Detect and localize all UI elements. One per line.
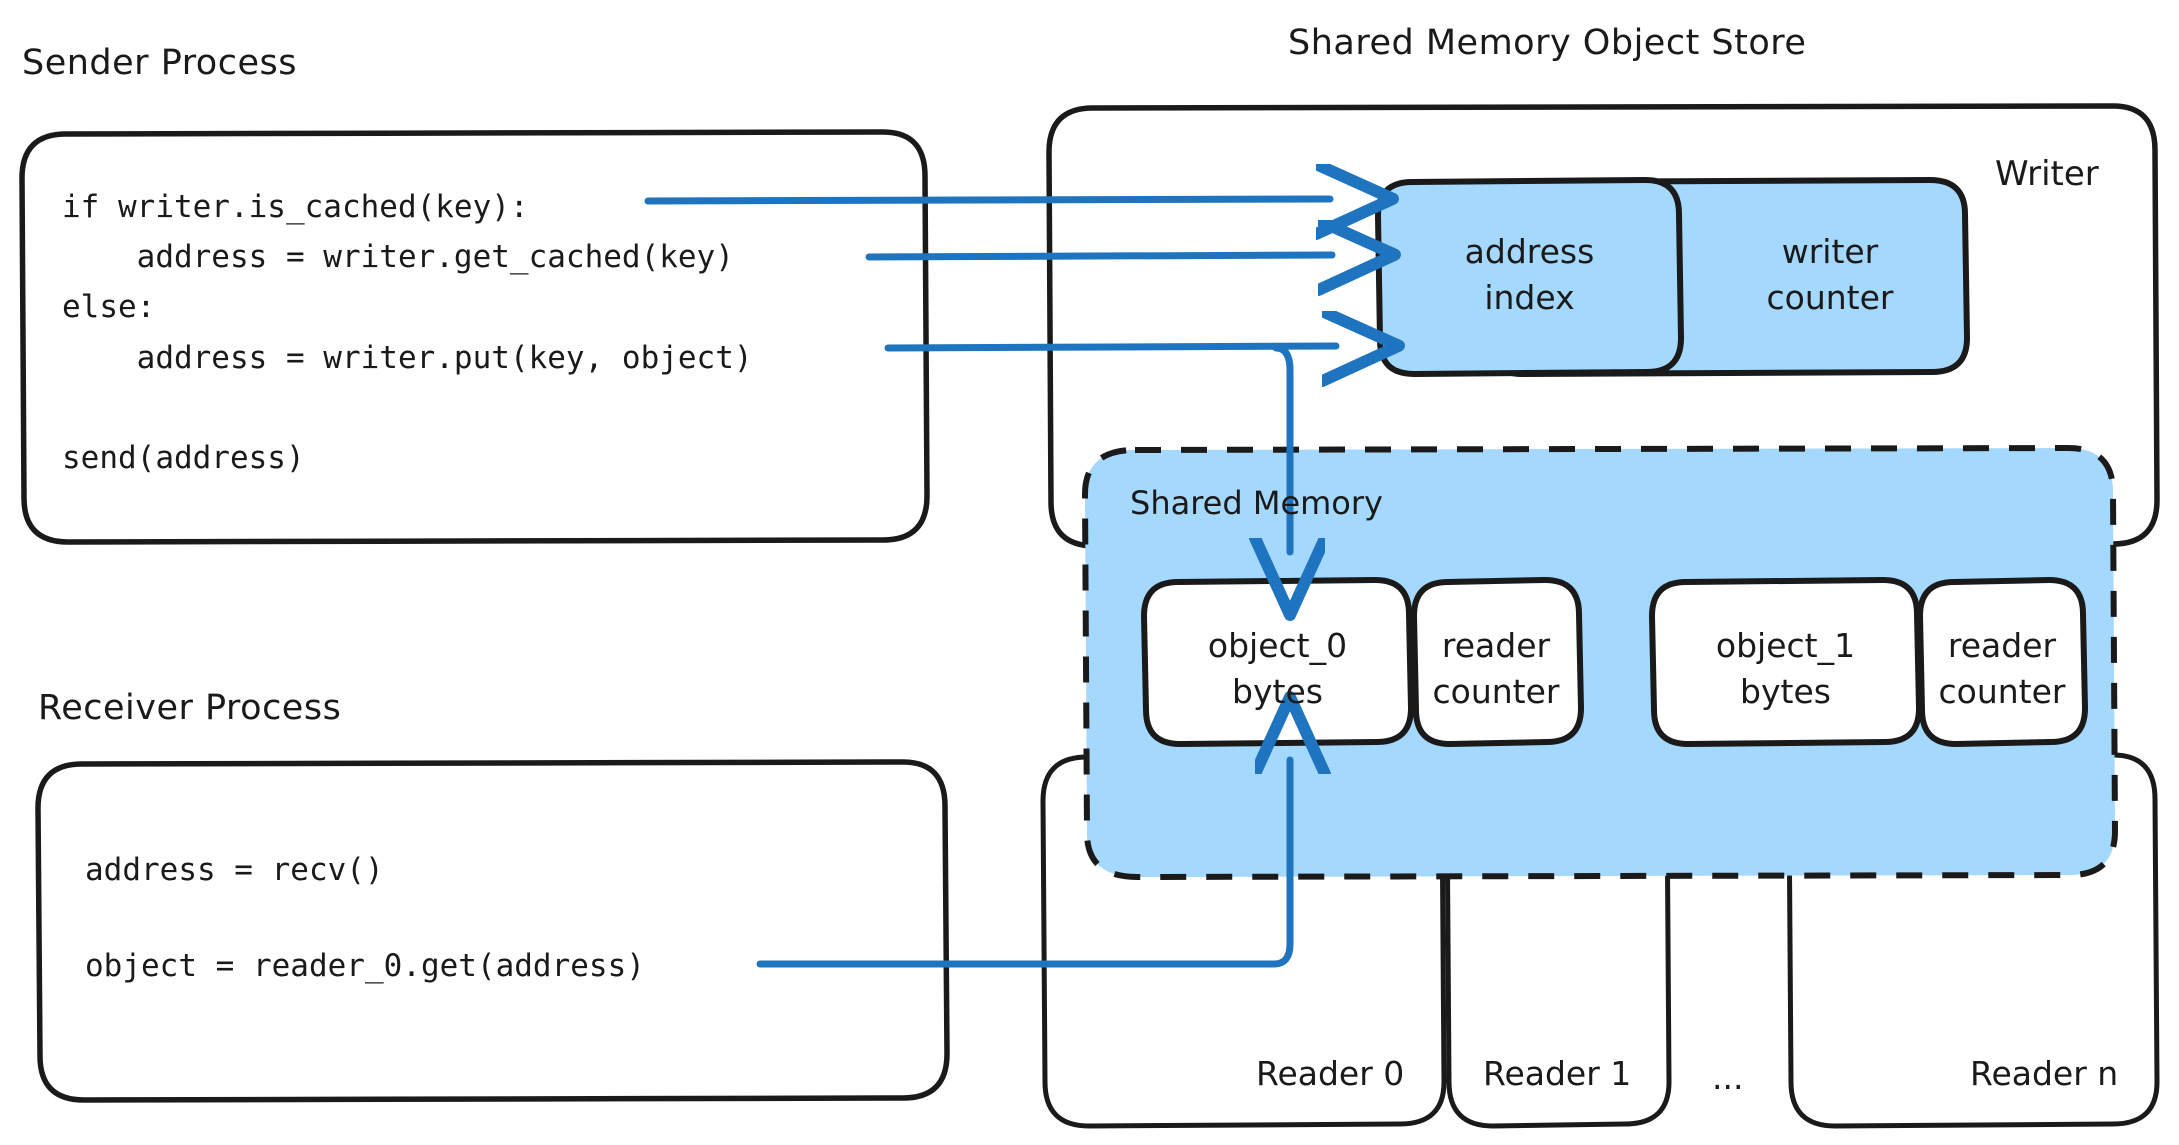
address-index-label-line1: address xyxy=(1464,232,1595,271)
reader-1-label: Reader 1 xyxy=(1483,1054,1632,1093)
sender-code: if writer.is_cached(key): address = writ… xyxy=(62,189,753,477)
writer-counter-label-line2: counter xyxy=(1766,278,1894,317)
receiver-code-line-2: object = reader_0.get(address) xyxy=(85,948,645,984)
reader-counter-0-label-line1: reader xyxy=(1441,626,1551,665)
sender-process-title: Sender Process xyxy=(22,43,297,83)
reader-counter-1-cell-shape xyxy=(1917,577,2088,747)
shared-memory-object-store-title: Shared Memory Object Store xyxy=(1288,23,1807,63)
object-1-label-line1: object_1 xyxy=(1715,626,1856,665)
shared-memory-region-shape xyxy=(1082,445,2118,880)
reader-counter-0-label-line2: counter xyxy=(1432,672,1560,711)
object-0-label-line1: object_0 xyxy=(1207,626,1348,665)
receiver-process-box-shape xyxy=(35,759,950,1103)
address-index-label-line2: index xyxy=(1484,278,1575,317)
arrow-put-to-shared-memory xyxy=(1276,344,1290,552)
receiver-code-line-1: address = recv() xyxy=(85,852,384,888)
readers-ellipsis: ... xyxy=(1712,1058,1744,1097)
arrow-get-cached xyxy=(865,255,1332,257)
arrow-is-cached xyxy=(644,199,1330,201)
sender-process-box-shape xyxy=(19,129,930,545)
object-0-cell-shape xyxy=(1141,577,1414,747)
reader-0-label: Reader 0 xyxy=(1256,1054,1405,1093)
reader-n-label: Reader n xyxy=(1970,1054,2119,1093)
writer-label: Writer xyxy=(1995,154,2099,194)
object-1-cell-shape xyxy=(1649,577,1922,747)
arrow-put xyxy=(884,346,1336,348)
reader-counter-0-cell-shape xyxy=(1411,577,1584,747)
reader-counter-1-label-line2: counter xyxy=(1938,672,2066,711)
writer-counter-label-line1: writer xyxy=(1781,232,1879,271)
receiver-process-title: Receiver Process xyxy=(38,688,342,728)
arrow-reader-get xyxy=(756,760,1290,968)
shared-memory-label: Shared Memory xyxy=(1130,484,1383,522)
object-0-label-line2: bytes xyxy=(1232,672,1323,711)
object-1-label-line2: bytes xyxy=(1740,672,1831,711)
reader-counter-1-label-line1: reader xyxy=(1947,626,2057,665)
